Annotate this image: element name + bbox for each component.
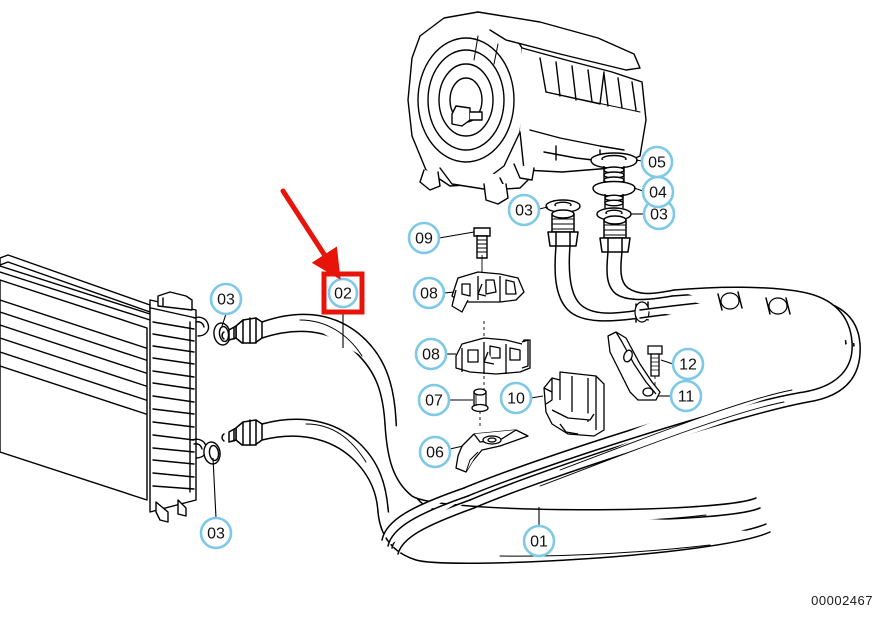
callout-05-label: 05: [648, 155, 666, 172]
leader-lines: [212, 159, 674, 526]
cooler-pipe-assembly: [381, 209, 861, 555]
callout-03d-label: 03: [650, 207, 668, 224]
callout-06[interactable]: 06: [418, 435, 452, 469]
leader-12: [660, 359, 674, 365]
callout-10-label: 10: [507, 391, 525, 408]
lower-cooler-hose: [221, 418, 771, 564]
bolt-09: [473, 227, 491, 278]
callout-07-label: 07: [425, 393, 443, 410]
callout-08a-label: 08: [420, 286, 438, 303]
callout-09-label: 09: [415, 231, 433, 248]
callout-02-highlighted[interactable]: 02: [321, 271, 365, 315]
grommet-07: [471, 388, 489, 428]
leader-10: [530, 395, 544, 399]
callout-08a[interactable]: 08: [412, 276, 446, 310]
callout-10[interactable]: 10: [499, 381, 533, 415]
oring-lower: [203, 441, 221, 465]
leader-03a: [221, 313, 227, 327]
callout-04[interactable]: 04: [641, 175, 675, 209]
callout-07[interactable]: 07: [417, 383, 451, 417]
callout-06-label: 06: [426, 445, 444, 462]
callout-01[interactable]: 01: [522, 524, 556, 558]
callout-03b-label: 03: [207, 526, 225, 543]
mounting-bracket-06: [455, 429, 529, 473]
watermark-id: 00002467: [811, 593, 873, 608]
callout-08b[interactable]: 08: [414, 337, 448, 371]
callout-05[interactable]: 05: [640, 145, 674, 179]
pointer-arrow: [280, 188, 341, 280]
callout-03b[interactable]: 03: [199, 516, 233, 550]
oring-center-port: [545, 199, 581, 213]
retaining-clip-08-upper: [451, 252, 525, 313]
callout-03a-label: 03: [217, 292, 235, 309]
callout-11[interactable]: 11: [669, 379, 703, 413]
leader-03b: [212, 457, 217, 519]
callout-03a[interactable]: 03: [209, 282, 243, 316]
callout-03c-label: 03: [515, 203, 533, 220]
leader-09: [438, 231, 475, 239]
callout-09[interactable]: 09: [407, 221, 441, 255]
callout-01-label: 01: [530, 534, 548, 551]
radiator-oil-cooler: [0, 254, 210, 523]
callout-02-label: 02: [334, 286, 352, 303]
support-bracket-11: [607, 331, 661, 401]
callout-12[interactable]: 12: [671, 347, 705, 381]
leader-08a: [443, 291, 455, 294]
bolt-12: [647, 345, 663, 388]
retaining-clip-08-lower: [455, 320, 531, 392]
callout-03c[interactable]: 03: [507, 193, 541, 227]
callout-11-label: 11: [678, 389, 695, 406]
callout-04-label: 04: [649, 185, 667, 202]
line-bracket-10: [543, 371, 605, 437]
leader-04: [633, 187, 644, 192]
leader-06: [449, 445, 464, 450]
automatic-transmission: [407, 11, 647, 205]
callout-08b-label: 08: [422, 347, 440, 364]
leader-03c: [538, 206, 549, 210]
callout-12-label: 12: [679, 357, 697, 374]
